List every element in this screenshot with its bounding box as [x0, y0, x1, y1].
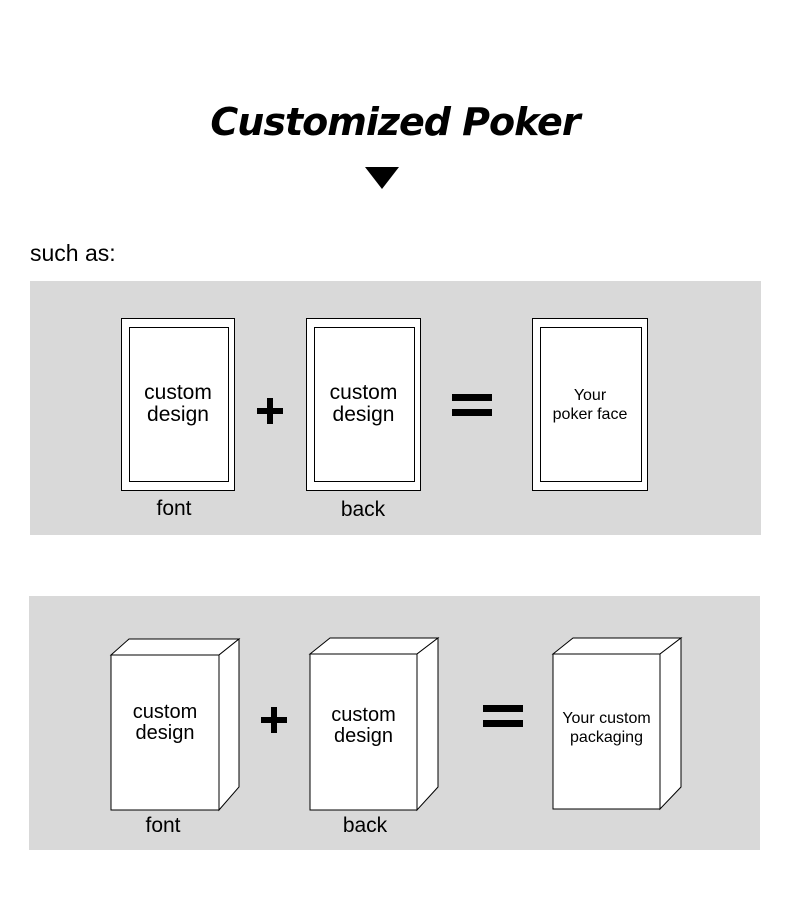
box-front-line2: design [135, 722, 195, 744]
equals-icon [483, 705, 523, 729]
card-front: custom design [121, 318, 235, 491]
box-result-icon [551, 636, 683, 811]
box-result-line1: Your custom [562, 710, 651, 727]
card-result: Your poker face [532, 318, 648, 491]
card-front-line2: design [147, 403, 209, 426]
card-back-caption: back [340, 498, 386, 521]
card-back-border [314, 327, 415, 482]
card-back: custom design [306, 318, 421, 491]
card-result-line2: poker face [552, 406, 628, 423]
plus-icon [257, 398, 283, 424]
card-front-line1: custom [144, 381, 212, 404]
intro-text: such as: [30, 240, 116, 266]
card-front-caption: font [156, 497, 192, 520]
box-result-line2: packaging [570, 729, 643, 746]
box-back-line2: design [334, 725, 393, 747]
box-front-line1: custom [132, 701, 198, 723]
card-back-line1: custom [329, 381, 398, 404]
box-front-icon [109, 637, 241, 812]
plus-icon [261, 707, 287, 733]
equals-icon [452, 394, 492, 418]
card-result-line1: Your [573, 387, 607, 404]
card-result-border [540, 327, 642, 482]
card-back-line2: design [332, 403, 395, 426]
page-title: Customized Poker [210, 100, 580, 144]
down-arrow-icon [365, 167, 399, 189]
box-back-line1: custom [331, 704, 396, 726]
box-back-caption: back [342, 814, 388, 837]
box-front-caption: font [145, 814, 181, 837]
box-back-icon [308, 636, 440, 812]
card-front-border [129, 327, 229, 482]
